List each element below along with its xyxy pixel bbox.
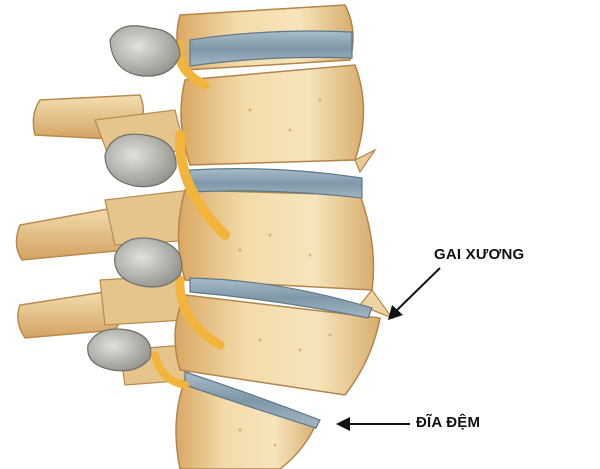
bone-spur-arrow — [394, 267, 441, 313]
callout-arrows — [336, 267, 441, 431]
bone-spur-label: GAI XƯƠNG — [434, 246, 525, 263]
disc-label: ĐĨA ĐỆM — [416, 414, 481, 431]
bone-spur-arrowhead — [388, 305, 403, 320]
intervertebral-discs — [184, 30, 373, 429]
disc-arrowhead — [336, 417, 350, 431]
nerve-roots — [151, 40, 230, 389]
vertebral-bodies — [174, 4, 394, 469]
nerve-ganglia — [87, 25, 183, 372]
